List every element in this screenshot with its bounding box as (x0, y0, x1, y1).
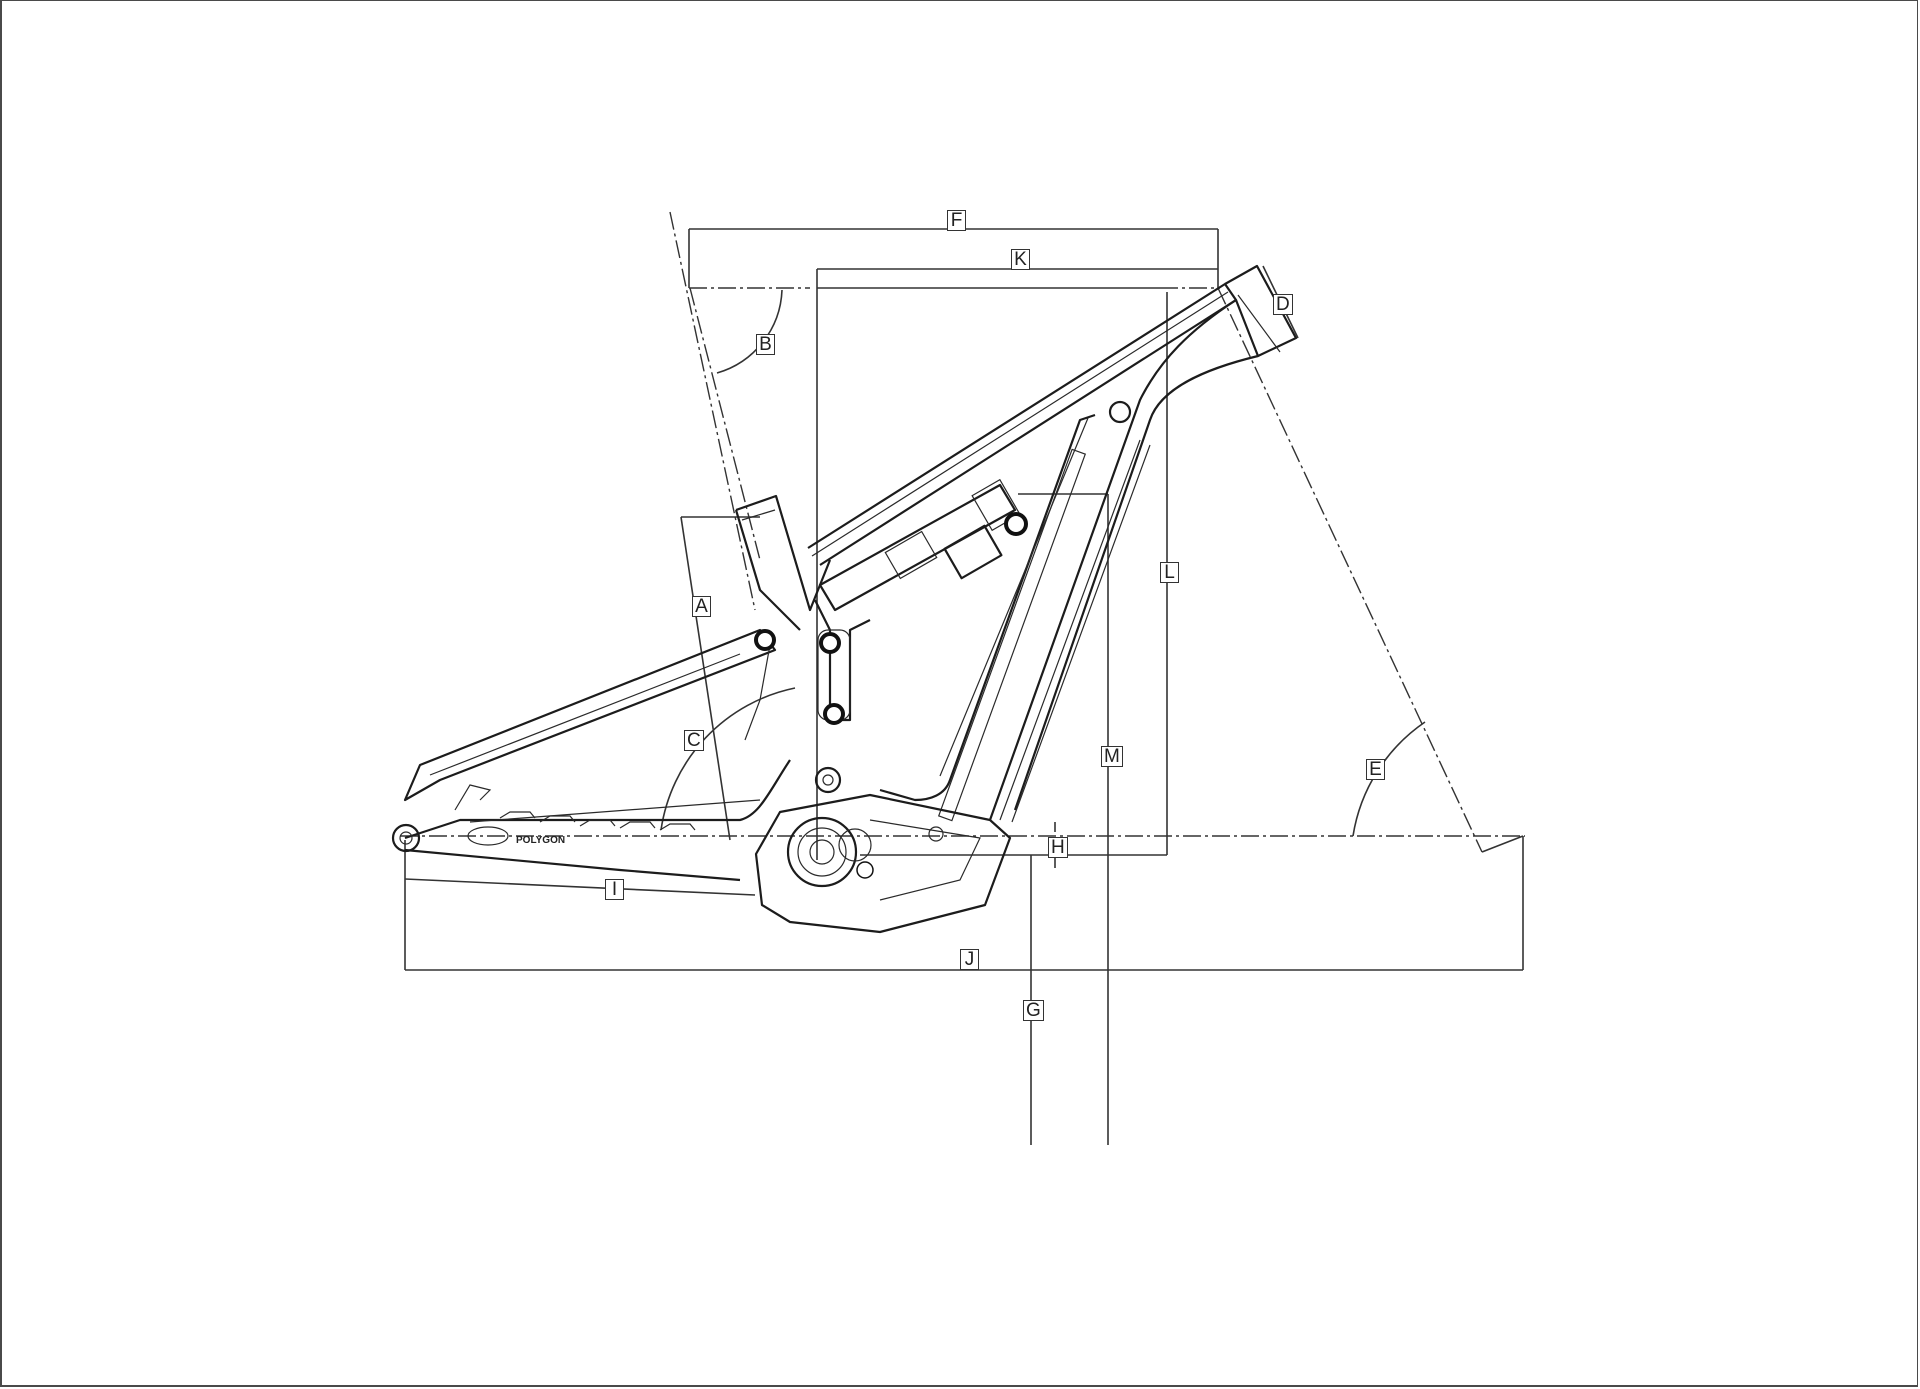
rear-swingarm (391, 599, 871, 882)
dimension-label-c: C (684, 730, 704, 751)
dimension-label-j: J (960, 949, 979, 970)
pivot-upper-left (754, 629, 776, 651)
pivot-upper-right (819, 632, 841, 654)
dimension-label-g: G (1023, 1000, 1044, 1021)
dimension-label-m: M (1101, 746, 1123, 767)
dimension-label-b: B (756, 334, 775, 355)
dimension-label-k: K (1011, 249, 1030, 270)
pivot-main (814, 766, 842, 794)
dimension-lines (400, 211, 1525, 1145)
main-frame (734, 264, 1298, 934)
dimension-label-a: A (692, 596, 711, 617)
pivots (754, 629, 845, 794)
dimension-label-l: L (1160, 562, 1179, 583)
pivot-lower (823, 703, 845, 725)
dimension-label-e: E (1366, 759, 1385, 780)
dimension-label-i: I (605, 879, 624, 900)
dimension-label-d: D (1273, 294, 1293, 315)
dimension-label-f: F (947, 210, 966, 231)
dimension-label-h: H (1048, 837, 1068, 858)
brand-mark: POLYGON (516, 835, 565, 846)
rear-shock (818, 478, 1028, 612)
